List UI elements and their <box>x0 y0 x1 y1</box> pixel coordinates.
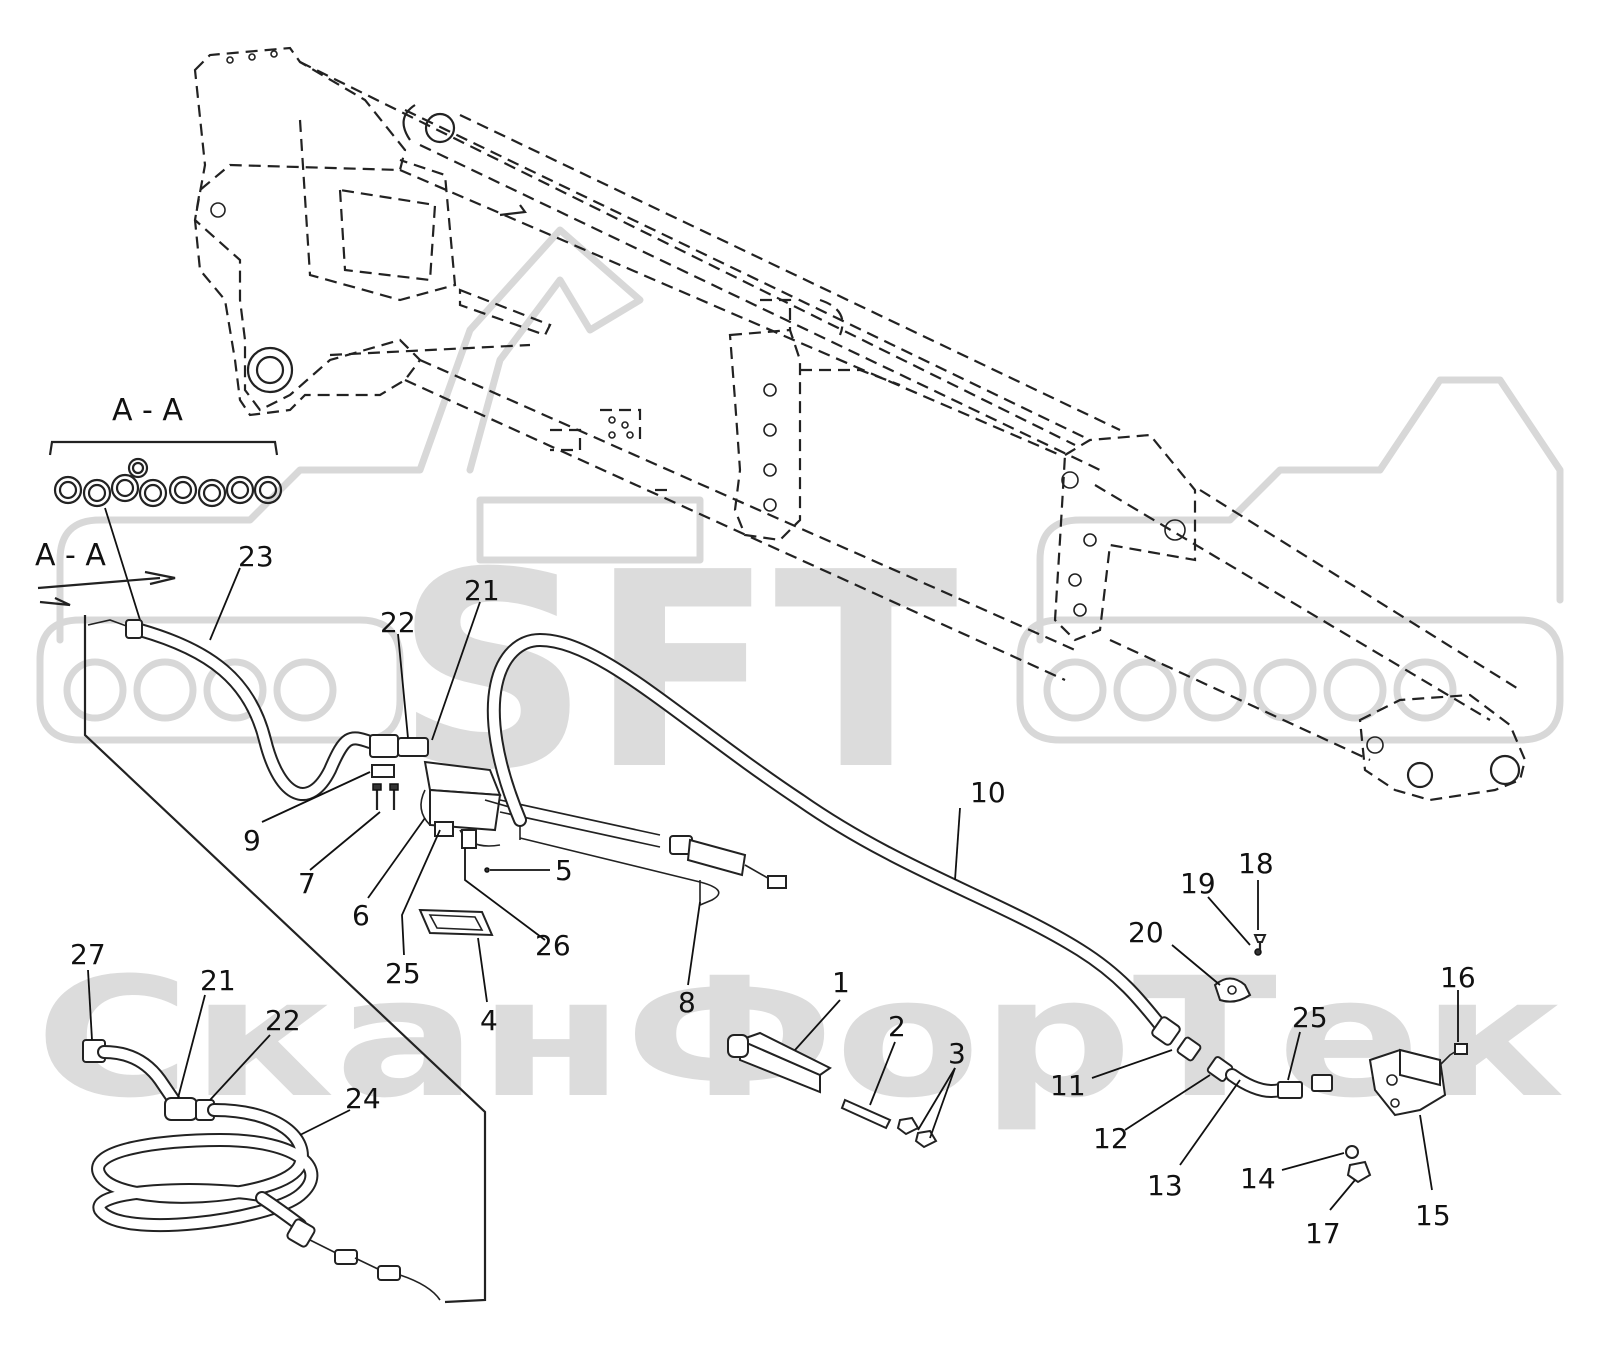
callout-16: 16 <box>1440 961 1476 994</box>
callout-19: 19 <box>1180 867 1216 900</box>
callout-15: 15 <box>1415 1199 1451 1232</box>
section-detail-title: A - A <box>112 393 183 428</box>
callout-5: 5 <box>555 854 573 887</box>
callout-23: 23 <box>238 540 274 573</box>
callout-22-top: 22 <box>380 606 416 639</box>
callout-2: 2 <box>888 1010 906 1043</box>
watermark: SFT СканФорТек <box>35 226 1565 1134</box>
callout-11: 11 <box>1050 1069 1086 1102</box>
leader-lines <box>87 567 1459 1211</box>
callout-24: 24 <box>345 1082 381 1115</box>
callout-21-top: 21 <box>464 574 500 607</box>
hose-24 <box>82 1039 441 1301</box>
boom-middle-bracket <box>728 328 802 542</box>
callout-21-bottom: 21 <box>200 964 236 997</box>
callout-3: 3 <box>948 1037 966 1070</box>
section-a-a-detail: A - A A - A <box>35 393 283 621</box>
parts-1-2-3 <box>727 1031 938 1149</box>
callout-10: 10 <box>970 776 1006 809</box>
boom-base-bracket <box>193 46 422 417</box>
callout-22-bottom: 22 <box>265 1004 301 1037</box>
parts-4-5-25-26 <box>418 867 494 937</box>
callout-20: 20 <box>1128 916 1164 949</box>
hose-23 <box>87 619 377 801</box>
callout-18: 18 <box>1238 847 1274 880</box>
callout-25-right: 25 <box>1292 1001 1328 1034</box>
fittings-11-13 <box>1176 1036 1333 1099</box>
callout-25-left: 25 <box>385 957 421 990</box>
callout-27: 27 <box>70 938 106 971</box>
boom-assembly <box>193 46 1527 802</box>
valve-block-assembly <box>369 734 521 849</box>
callout-13: 13 <box>1147 1169 1183 1202</box>
callout-26: 26 <box>535 929 571 962</box>
watermark-machine-right-icon <box>1016 376 1564 744</box>
section-cut-marker: A - A <box>35 538 106 573</box>
callout-7: 7 <box>298 867 316 900</box>
hose-8 <box>499 799 787 907</box>
hose-10 <box>486 633 1181 1046</box>
callout-1: 1 <box>832 966 850 999</box>
callout-numbers: 1 2 3 4 5 6 7 8 9 10 11 12 13 14 15 16 1… <box>70 540 1476 1250</box>
boom-tip <box>1358 693 1527 802</box>
callout-14: 14 <box>1240 1162 1276 1195</box>
watermark-company-text: СканФорТек <box>35 942 1565 1134</box>
callout-12: 12 <box>1093 1122 1129 1155</box>
callout-9: 9 <box>243 824 261 857</box>
parts-14-20 <box>1213 934 1468 1184</box>
watermark-machine-left-icon <box>36 226 704 744</box>
boom-front-bracket <box>1053 433 1197 642</box>
callout-4: 4 <box>480 1004 498 1037</box>
hose-bundle-cross-section <box>53 457 283 508</box>
callout-17: 17 <box>1305 1217 1341 1250</box>
callout-6: 6 <box>352 899 370 932</box>
callout-8: 8 <box>678 986 696 1019</box>
